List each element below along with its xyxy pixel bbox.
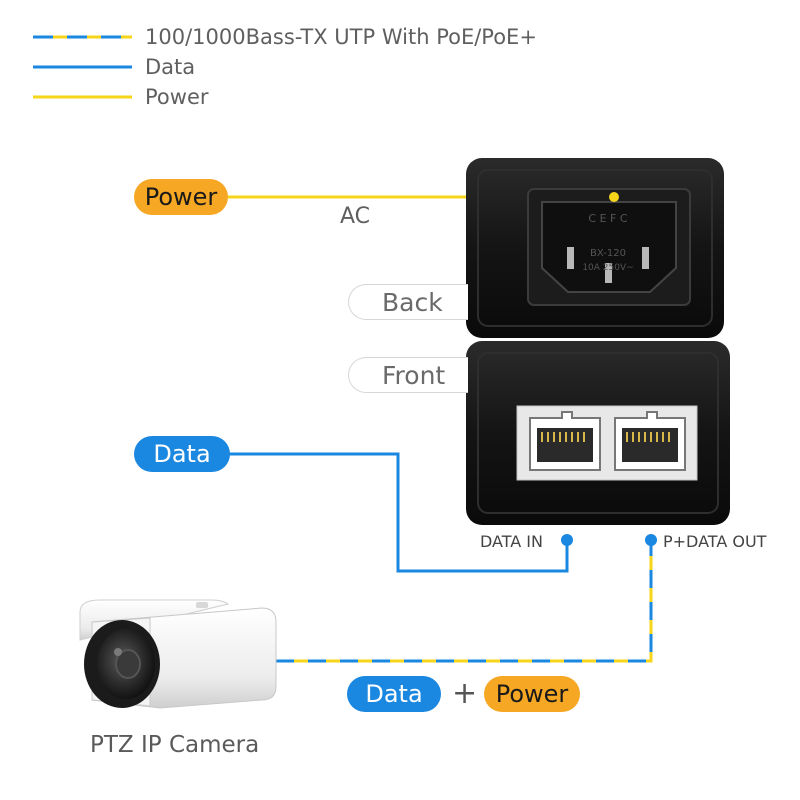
data-in-endpoint bbox=[561, 534, 573, 546]
camera-label: PTZ IP Camera bbox=[90, 732, 260, 758]
pdata-out-endpoint bbox=[645, 534, 657, 546]
bottom-power-pill: Power bbox=[484, 676, 580, 712]
data-line bbox=[228, 452, 569, 573]
data-in-label: DATA IN bbox=[480, 532, 543, 551]
legend-label-poe: 100/1000Bass-TX UTP With PoE/PoE+ bbox=[145, 25, 537, 49]
power-callout: Power bbox=[134, 179, 228, 215]
power-line-endpoint bbox=[609, 192, 619, 202]
back-label: Back bbox=[348, 284, 468, 320]
svg-text:BX-120: BX-120 bbox=[590, 248, 626, 259]
pdata-out-label: P+DATA OUT bbox=[663, 532, 767, 551]
legend-label-power: Power bbox=[145, 85, 209, 109]
rj45-port-icon bbox=[614, 411, 686, 471]
legend-label-data: Data bbox=[145, 55, 196, 79]
rj45-port-icon bbox=[529, 411, 601, 471]
data-callout: Data bbox=[134, 436, 230, 472]
bottom-data-pill: Data bbox=[347, 676, 441, 712]
front-label: Front bbox=[348, 357, 468, 393]
ac-socket-icon: C E F C BX-120 10A 250V~ bbox=[541, 201, 677, 293]
svg-text:10A 250V~: 10A 250V~ bbox=[582, 263, 633, 273]
ac-label: AC bbox=[340, 204, 371, 229]
ip-camera-icon bbox=[79, 599, 277, 709]
poe-line bbox=[276, 540, 653, 663]
plus-sign: + bbox=[452, 676, 478, 711]
svg-text:C E F C: C E F C bbox=[588, 212, 627, 225]
